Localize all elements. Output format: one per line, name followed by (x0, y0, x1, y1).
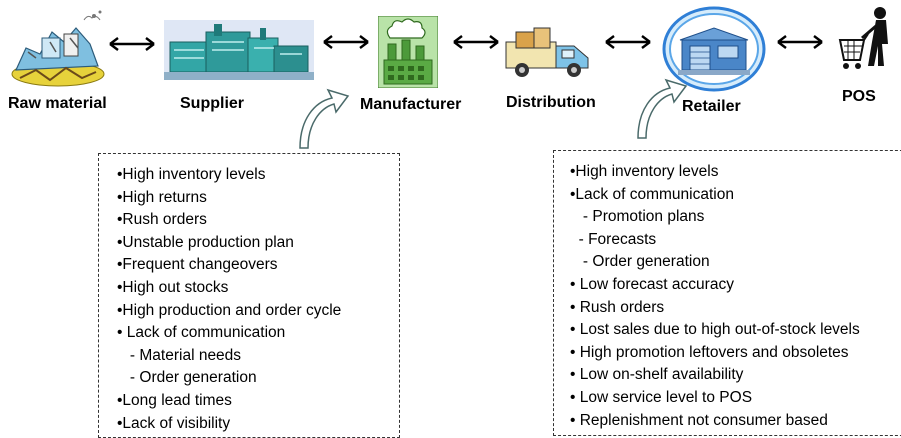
list-item: •High production and order cycle (117, 301, 342, 319)
list-item: • Low on-shelf availability (570, 366, 744, 384)
list-item: •High inventory levels (570, 163, 719, 180)
list-item: • High promotion leftovers and obsoletes (570, 343, 849, 361)
stage-label-raw-material: Raw material (8, 95, 107, 112)
list-item: - Order generation (570, 253, 710, 271)
supplier-node (164, 20, 314, 80)
stage-label-pos: POS (842, 88, 876, 105)
list-item: • Rush orders (570, 298, 665, 316)
list-item: •High out stocks (117, 278, 229, 296)
list-item: • Replenishment not consumer based (570, 411, 828, 429)
connector-supplier-manufacturer (323, 35, 369, 49)
list-item: - Order generation (117, 369, 257, 387)
stage-label-manufacturer: Manufacturer (360, 96, 462, 113)
stage-label-supplier: Supplier (180, 95, 245, 112)
list-item: •Unstable production plan (117, 233, 294, 251)
retailer-issues-box: •High inventory levels •Lack of communic… (553, 150, 901, 436)
list-item: •Long lead times (117, 391, 232, 409)
retailer-node (662, 6, 766, 92)
list-item: • Low service level to POS (570, 388, 753, 406)
list-item: - Material needs (117, 346, 242, 364)
stage-label-retailer: Retailer (682, 98, 741, 115)
list-item: - Forecasts (570, 230, 657, 248)
shopper-icon (838, 7, 888, 69)
list-item: •Lack of communication (570, 185, 734, 203)
pos-node (838, 4, 901, 84)
list-item: •Lack of visibility (117, 414, 231, 432)
distribution-node (504, 24, 594, 82)
list-item: • Low forecast accuracy (570, 275, 734, 293)
callout-arrow-retailer (637, 78, 688, 139)
list-item: • Lack of communication (117, 324, 286, 342)
list-item: •High inventory levels (117, 166, 266, 183)
list-item: •Frequent changeovers (117, 256, 278, 274)
manufacturer-issues-box: •High inventory levels •High returns •Ru… (98, 153, 400, 438)
raw-material-node (6, 8, 106, 88)
connector-retailer-pos (777, 35, 823, 49)
list-item: - Promotion plans (570, 208, 705, 226)
callout-arrow-manufacturer (299, 88, 350, 149)
store-icon (662, 6, 766, 92)
factory-icon (377, 15, 439, 89)
connector-distribution-retailer (605, 35, 651, 49)
stage-label-distribution: Distribution (506, 94, 596, 111)
manufacturer-node (377, 15, 439, 89)
landfill-icon (11, 10, 105, 87)
list-item: •Rush orders (117, 211, 207, 229)
list-item: • Lost sales due to high out-of-stock le… (570, 321, 860, 339)
connector-manufacturer-distribution (453, 35, 499, 49)
plant-icon (164, 20, 314, 80)
connector-raw-supplier (109, 37, 155, 51)
list-item: •High returns (117, 188, 207, 206)
truck-icon (505, 27, 589, 77)
